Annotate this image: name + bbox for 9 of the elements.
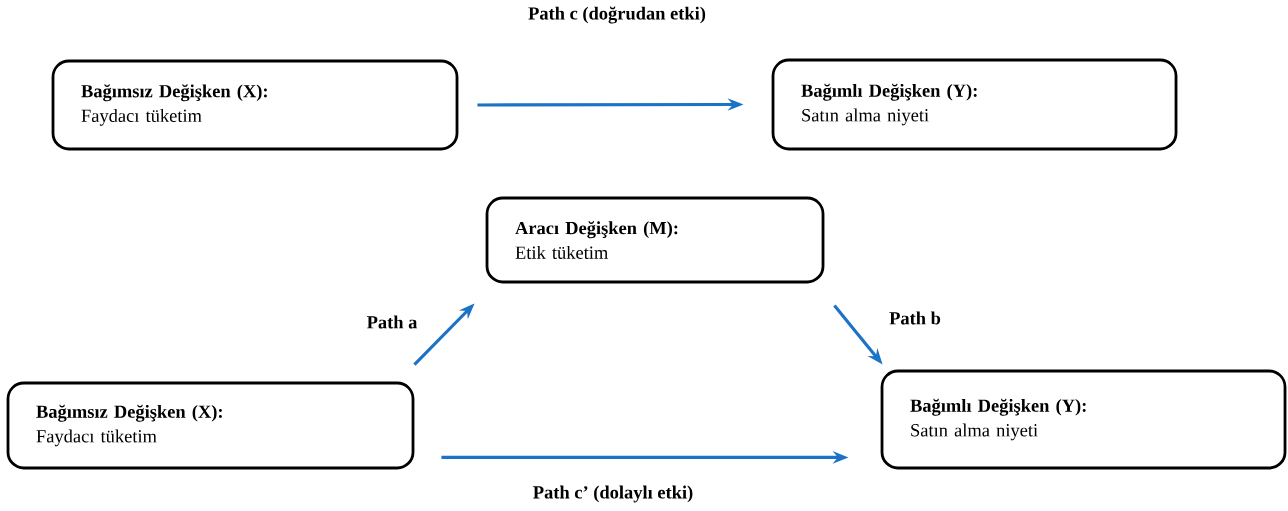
variable-box: Bağımlı Değişken (Y): Satın alma niyeti xyxy=(771,58,1178,151)
edge-label: Path c (doğrudan etki) xyxy=(526,4,708,26)
variable-box: Bağımsız Değişken (X): Faydacı tüketim xyxy=(6,381,415,470)
edge-label: Path c’ (dolaylı etki) xyxy=(531,483,695,505)
variable-box: Aracı Değişken (M): Etik tüketim xyxy=(485,196,825,284)
edge-label: Path b xyxy=(887,309,943,327)
variable-box: Bağımsız Değişken (X): Faydacı tüketim xyxy=(51,59,459,151)
variable-box: Bağımlı Değişken (Y): Satın alma niyeti xyxy=(880,369,1287,470)
edge-label: Path a xyxy=(364,313,420,331)
